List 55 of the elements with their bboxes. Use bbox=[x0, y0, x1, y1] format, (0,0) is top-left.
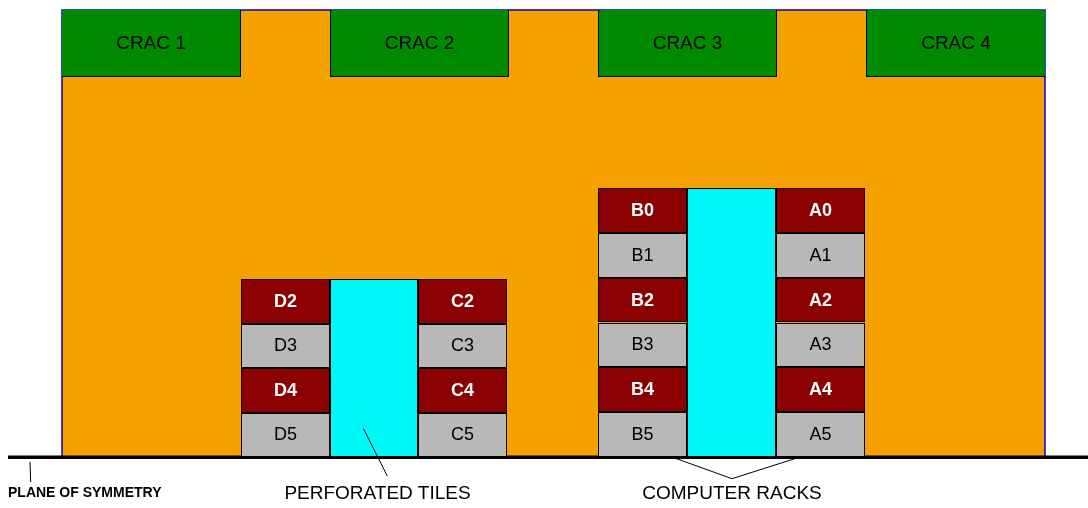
rack-label: C3 bbox=[451, 335, 474, 357]
rack-unit bbox=[418, 323, 507, 368]
rack-unit bbox=[241, 323, 330, 368]
perforated-tile bbox=[687, 188, 776, 457]
rack-label: D3 bbox=[274, 335, 297, 357]
rack-label: A5 bbox=[809, 424, 832, 446]
crac-unit bbox=[62, 10, 241, 77]
rack-label: C5 bbox=[451, 424, 474, 446]
rack-unit bbox=[598, 412, 687, 457]
rack-label: B1 bbox=[631, 244, 654, 266]
rack-unit bbox=[776, 232, 865, 278]
rack-unit bbox=[776, 322, 865, 368]
rack-label: A1 bbox=[809, 244, 832, 266]
crac-label: CRAC 2 bbox=[384, 32, 455, 54]
rack-label: A2 bbox=[809, 289, 832, 311]
rack-unit bbox=[776, 188, 865, 233]
rack-unit bbox=[598, 277, 687, 323]
crac-label: CRAC 4 bbox=[921, 32, 991, 54]
annotation-label: PERFORATED TILES bbox=[255, 480, 500, 506]
rack-unit bbox=[776, 367, 865, 413]
rack-unit bbox=[598, 322, 687, 368]
rack-label: B3 bbox=[631, 334, 654, 356]
leader-line bbox=[362, 428, 388, 477]
crac-label: CRAC 3 bbox=[652, 32, 723, 54]
crac-label: CRAC 1 bbox=[116, 32, 186, 54]
rack-label: B0 bbox=[631, 199, 654, 221]
rack-label: B4 bbox=[631, 379, 654, 401]
rack-unit bbox=[598, 367, 687, 413]
rack-label: D5 bbox=[274, 424, 297, 446]
rack-unit bbox=[598, 232, 687, 278]
annotation-label: COMPUTER RACKS bbox=[612, 480, 852, 506]
rack-label: B2 bbox=[631, 289, 654, 311]
rack-label: C4 bbox=[451, 379, 474, 401]
leader-line bbox=[29, 461, 32, 483]
crac-unit bbox=[866, 10, 1045, 77]
rack-label: D2 bbox=[274, 290, 297, 312]
rack-unit bbox=[241, 412, 330, 457]
rack-unit bbox=[418, 368, 507, 413]
rack-unit bbox=[418, 279, 507, 324]
rack-unit bbox=[241, 368, 330, 413]
rack-label: D4 bbox=[274, 379, 297, 401]
crac-unit bbox=[330, 10, 509, 77]
rack-label: A3 bbox=[809, 334, 832, 356]
rack-label: A0 bbox=[809, 199, 832, 221]
rack-label: A4 bbox=[809, 379, 832, 401]
rack-unit bbox=[418, 412, 507, 457]
rack-unit bbox=[598, 188, 687, 233]
rack-unit bbox=[776, 277, 865, 323]
crac-unit bbox=[598, 10, 777, 77]
annotation-label: PLANE OF SYMMETRY bbox=[8, 482, 214, 502]
rack-label: B5 bbox=[631, 424, 654, 446]
rack-unit bbox=[776, 412, 865, 457]
rack-label: C2 bbox=[451, 290, 474, 312]
rack-unit bbox=[241, 279, 330, 324]
perforated-tile bbox=[330, 279, 418, 457]
